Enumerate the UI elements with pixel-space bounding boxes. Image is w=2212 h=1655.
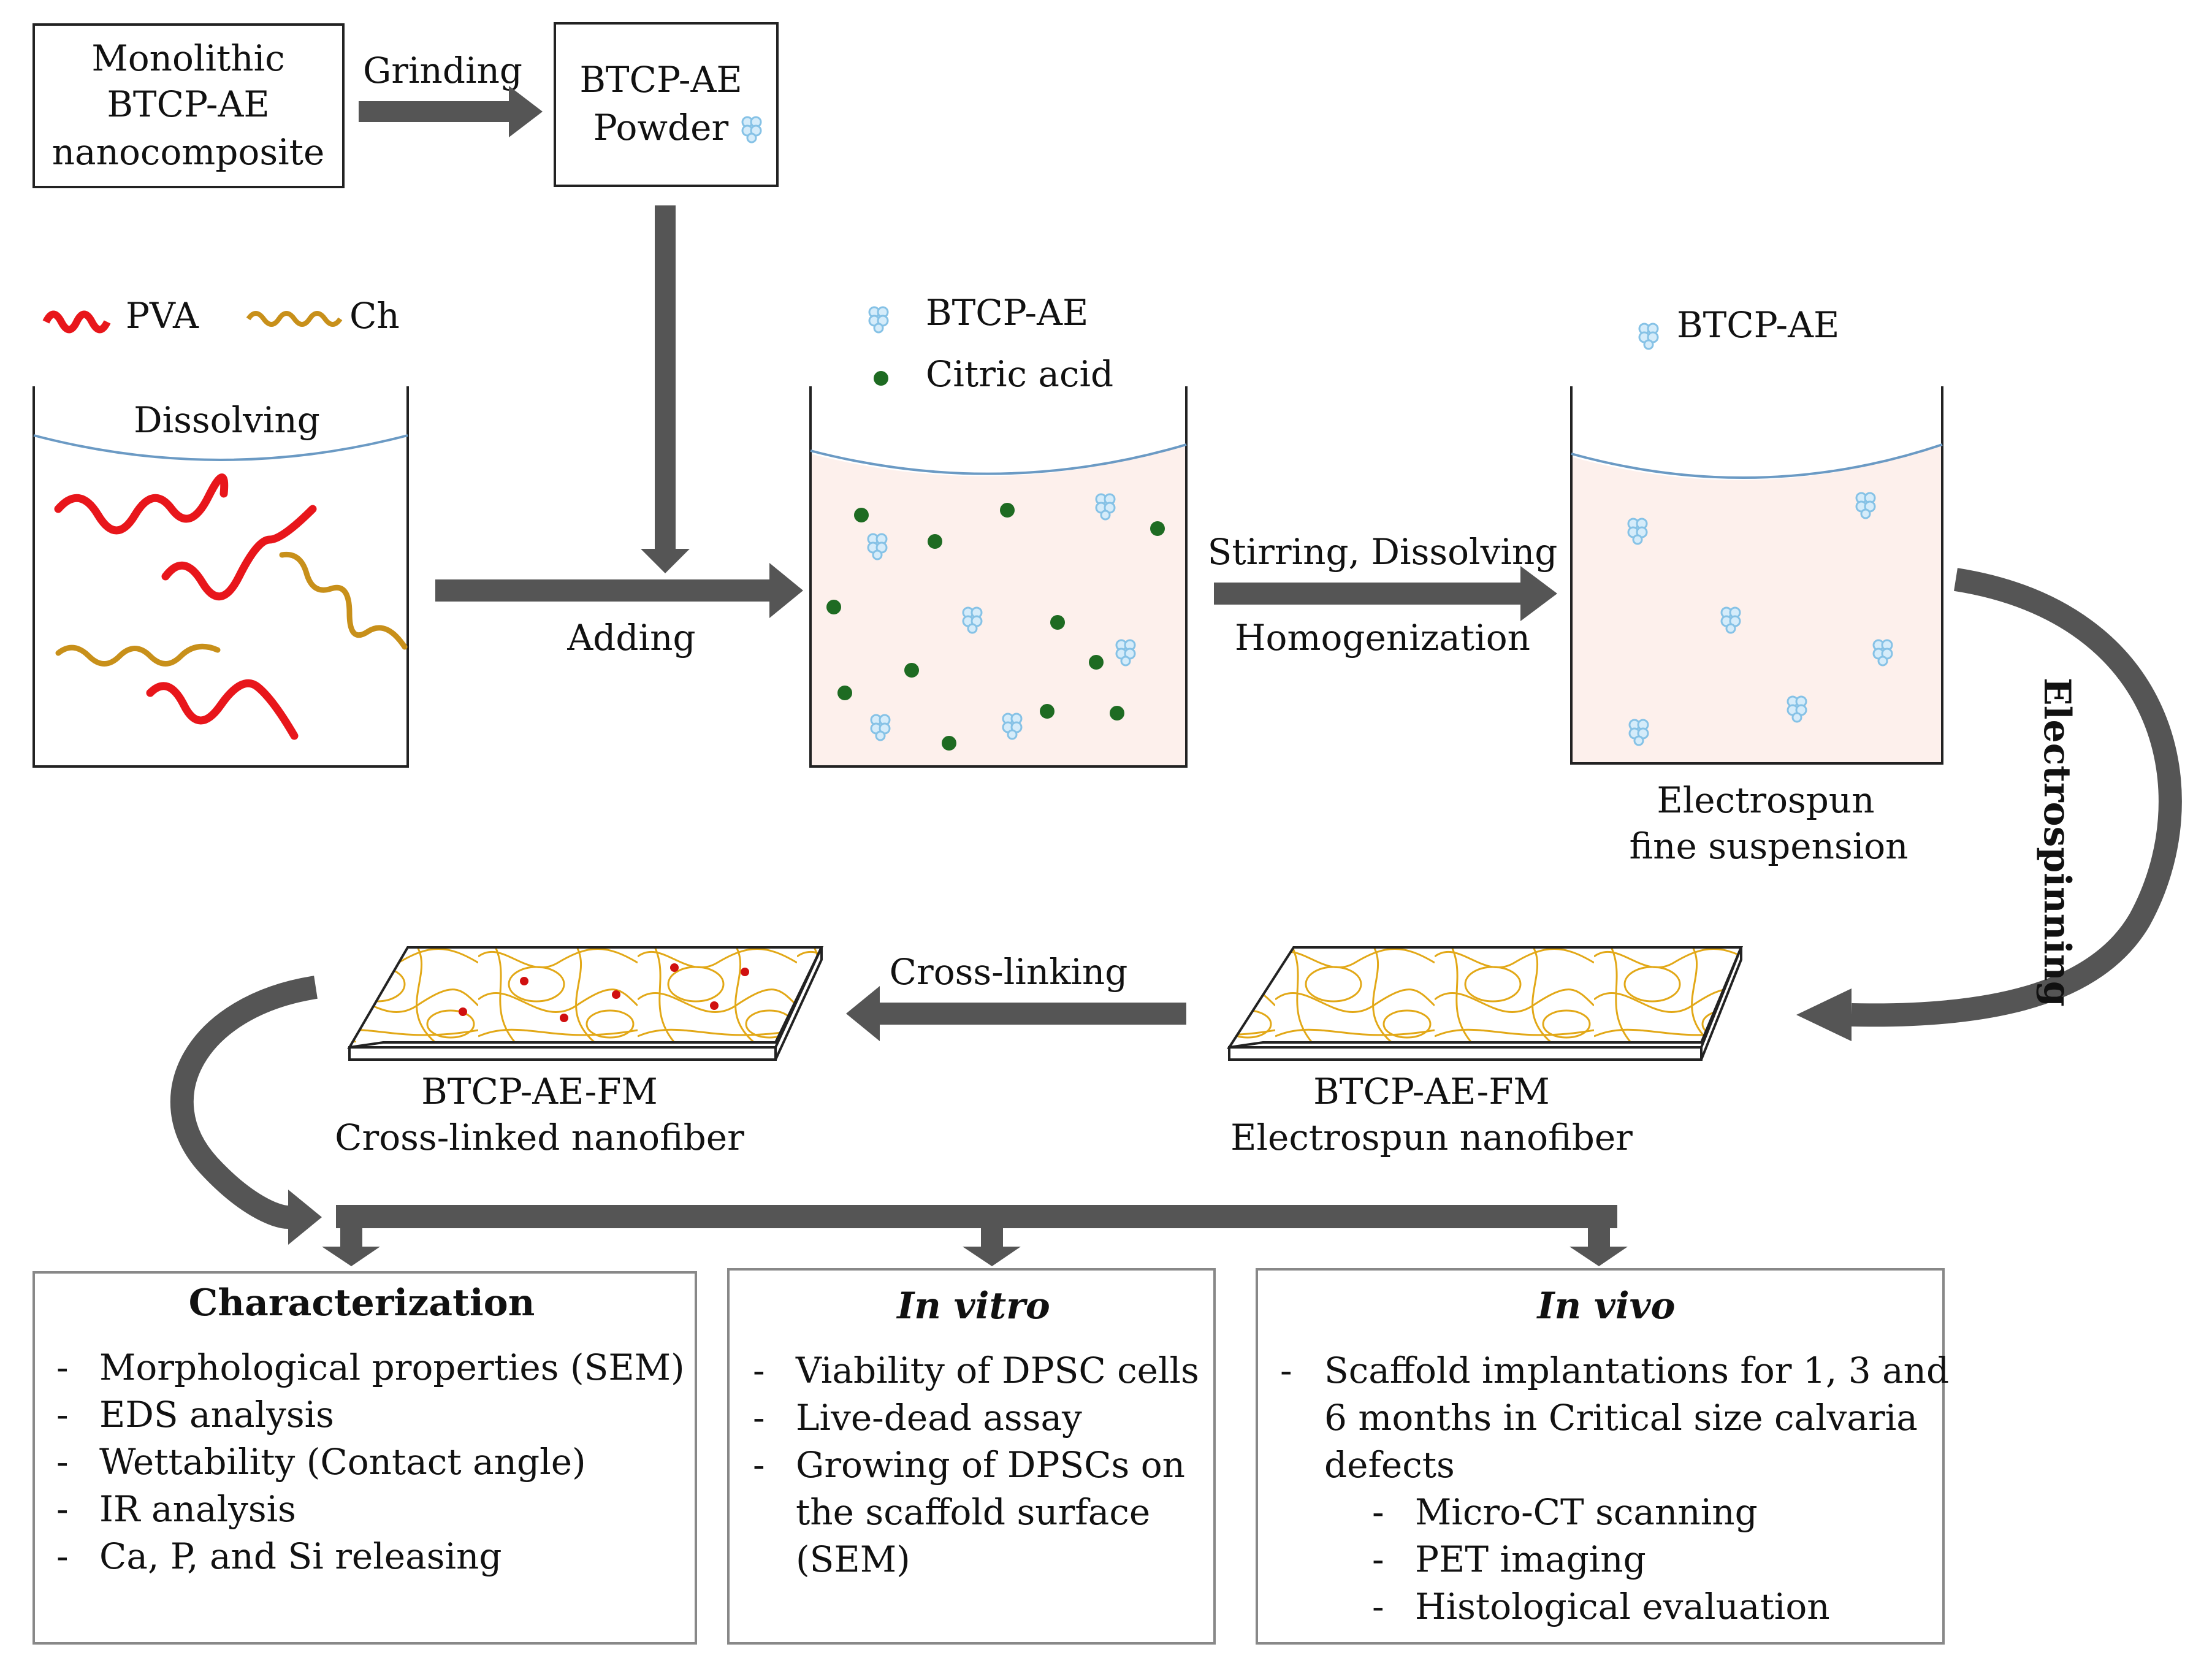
powder-down-arrow: [641, 205, 690, 573]
invitro-item-2: Live-dead assay: [796, 1397, 1082, 1439]
mixture-beaker: [809, 386, 1188, 768]
powder-box: [554, 22, 779, 187]
characterization-item-1: Morphological properties (SEM): [99, 1347, 685, 1388]
fm-crosslinked-label-2: Cross-linked nanofiber: [335, 1117, 744, 1158]
invitro-item-1: Viability of DPSC cells: [795, 1350, 1199, 1391]
svg-text:-: -: [56, 1441, 69, 1483]
powder-label-1: BTCP-AE: [579, 59, 742, 101]
characterization-item-3: Wettability (Contact angle): [99, 1441, 586, 1483]
monolithic-label-1: Monolithic: [91, 37, 284, 79]
susp-btcp-legend-label: BTCP-AE: [1677, 304, 1839, 346]
mix-citric-legend-icon: [874, 371, 888, 386]
svg-text:-: -: [1372, 1586, 1384, 1627]
characterization-item-2: EDS analysis: [99, 1394, 334, 1435]
dissolving-label: Dissolving: [134, 399, 320, 441]
svg-text:-: -: [56, 1394, 69, 1435]
ch-legend-icon: [246, 311, 343, 327]
ch-chains: [55, 551, 408, 667]
invitro-panel: [727, 1268, 1216, 1645]
pva-legend-label: PVA: [126, 295, 199, 337]
adding-arrow: [435, 563, 803, 618]
monolithic-label-2: BTCP-AE: [107, 83, 269, 125]
stirring-label: Stirring, Dissolving: [1208, 531, 1558, 573]
svg-text:-: -: [56, 1535, 69, 1577]
invivo-item-5: PET imaging: [1415, 1538, 1646, 1580]
svg-text:-: -: [753, 1397, 765, 1439]
ch-legend-label: Ch: [349, 295, 400, 337]
grinding-arrow: [359, 86, 543, 137]
invitro-item-4: the scaffold surface: [796, 1491, 1150, 1533]
suspension-caption-1: Electrospun: [1657, 779, 1874, 821]
invivo-item-1: Scaffold implantations for 1, 3 and: [1324, 1350, 1949, 1391]
invitro-title: In vitro: [896, 1285, 1050, 1328]
dissolving-beaker: [32, 386, 409, 768]
invivo-item-6: Histological evaluation: [1415, 1586, 1830, 1627]
pva-legend-icon: [42, 310, 111, 334]
svg-text:-: -: [1280, 1350, 1292, 1391]
monolithic-label-3: nanocomposite: [52, 131, 325, 173]
svg-text:-: -: [1372, 1491, 1384, 1533]
pva-chains: [54, 473, 317, 740]
crosslinking-label: Cross-linking: [890, 951, 1128, 993]
characterization-title: Characterization: [189, 1282, 535, 1324]
powder-label-2: Powder: [593, 107, 729, 148]
svg-text:-: -: [753, 1350, 765, 1391]
citric-acid-dots: [826, 503, 1165, 751]
svg-text:-: -: [1372, 1538, 1384, 1580]
mix-btcp-legend-label: BTCP-AE: [926, 292, 1088, 334]
adding-label: Adding: [566, 617, 695, 659]
crosslinked-mat: [347, 946, 824, 1061]
homogenization-label: Homogenization: [1235, 617, 1530, 659]
invitro-list: - Viability of DPSC cells - Live-dead as…: [753, 1350, 1199, 1580]
mix-btcp-legend-icon: [868, 306, 889, 334]
grinding-label: Grinding: [363, 50, 522, 91]
invivo-item-3: defects: [1324, 1444, 1455, 1486]
fm-electrospun-label-1: BTCP-AE-FM: [1313, 1071, 1550, 1112]
invitro-item-3: Growing of DPSCs on: [796, 1444, 1185, 1486]
crosslinking-arrow: [846, 986, 1186, 1041]
suspension-beaker: [1570, 386, 1943, 765]
suspension-caption-2: fine suspension: [1629, 825, 1908, 867]
electrospinning-label: Electrospinning: [2035, 678, 2078, 1007]
fm-electrospun-label-2: Electrospun nanofiber: [1230, 1117, 1633, 1158]
fm-crosslinked-label-1: BTCP-AE-FM: [421, 1071, 658, 1112]
svg-text:-: -: [753, 1444, 765, 1486]
monolithic-box: [32, 23, 345, 188]
characterization-curved-arrow: [170, 976, 322, 1245]
invitro-item-5: (SEM): [796, 1538, 910, 1580]
stirring-arrow: [1214, 566, 1557, 621]
characterization-list: - Morphological properties (SEM) - EDS a…: [56, 1347, 685, 1577]
invivo-panel: [1256, 1268, 1945, 1645]
invivo-item-4: Micro-CT scanning: [1415, 1491, 1758, 1533]
electrospinning-arrow: [1796, 568, 2182, 1041]
crosslink-points: [459, 963, 749, 1022]
susp-btcp-legend-icon: [1638, 323, 1659, 350]
characterization-item-5: Ca, P, and Si releasing: [99, 1535, 502, 1577]
svg-text:-: -: [56, 1347, 69, 1388]
invivo-list: - Scaffold implantations for 1, 3 and 6 …: [1280, 1350, 1949, 1627]
invivo-item-2: 6 months in Critical size calvaria: [1324, 1397, 1918, 1439]
invivo-title: In vivo: [1536, 1285, 1675, 1328]
electrospun-mat: [1226, 946, 1744, 1061]
mix-citric-legend-label: Citric acid: [926, 353, 1113, 395]
svg-text:-: -: [56, 1488, 69, 1530]
characterization-panel: [32, 1271, 697, 1645]
distribution-arrows: [322, 1205, 1628, 1266]
characterization-item-4: IR analysis: [99, 1488, 296, 1530]
